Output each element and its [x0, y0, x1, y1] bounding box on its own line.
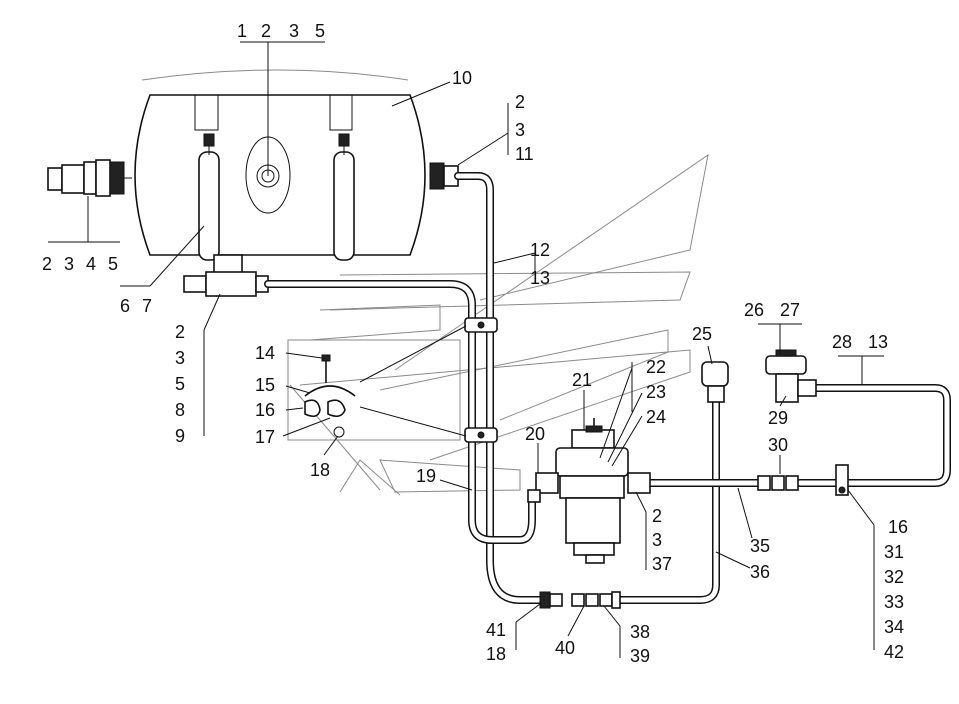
inline-fittings-bottom — [539, 591, 621, 609]
label-37: 37 — [652, 554, 672, 574]
label-3-tank-right: 3 — [515, 120, 525, 140]
label-14: 14 — [255, 343, 275, 363]
label-3-column: 3 — [175, 348, 185, 368]
label-13: 13 — [530, 268, 550, 288]
leader-lines — [48, 41, 884, 658]
pipe-lines — [264, 172, 951, 604]
tank-straps — [198, 133, 355, 261]
label-40: 40 — [555, 638, 575, 658]
label-35: 35 — [750, 536, 770, 556]
drain-valve — [47, 159, 132, 197]
valve-26-27 — [765, 349, 817, 403]
label-39: 39 — [630, 646, 650, 666]
label-33: 33 — [884, 592, 904, 612]
label-42: 42 — [884, 642, 904, 662]
label-2-filter: 2 — [652, 506, 662, 526]
part-labels: 1 2 3 5 10 2 3 11 2 3 4 5 6 7 12 13 2 3 … — [42, 21, 908, 666]
label-13-right: 13 — [868, 332, 888, 352]
label-4-drain: 4 — [86, 254, 96, 274]
label-11: 11 — [515, 144, 534, 164]
label-38: 38 — [630, 622, 650, 642]
label-18-bottom: 18 — [486, 644, 506, 664]
label-9: 9 — [175, 426, 185, 446]
label-19: 19 — [416, 466, 436, 486]
label-3-top: 3 — [289, 21, 299, 41]
label-2-top: 2 — [261, 21, 271, 41]
inline-fittings-right — [757, 464, 849, 496]
label-3-filter: 3 — [652, 530, 662, 550]
tee-fitting — [183, 254, 269, 297]
vehicle-outline — [141, 69, 709, 496]
label-7: 7 — [142, 296, 152, 316]
label-18: 18 — [310, 460, 330, 480]
label-41: 41 — [486, 620, 506, 640]
label-32: 32 — [884, 567, 904, 587]
label-8: 8 — [175, 400, 185, 420]
label-25: 25 — [692, 324, 712, 344]
label-23: 23 — [646, 382, 666, 402]
label-29: 29 — [768, 408, 788, 428]
label-5-column: 5 — [175, 374, 185, 394]
filter-unit — [527, 418, 651, 564]
valve-25 — [701, 361, 729, 403]
label-36: 36 — [750, 562, 770, 582]
pipe-clamps — [464, 317, 498, 443]
label-2-column: 2 — [175, 322, 185, 342]
label-26: 26 — [744, 300, 764, 320]
label-15: 15 — [255, 375, 275, 395]
label-28: 28 — [832, 332, 852, 352]
label-2-drain: 2 — [42, 254, 52, 274]
label-16-right: 16 — [888, 517, 908, 537]
label-6: 6 — [120, 296, 130, 316]
label-5-top: 5 — [315, 21, 325, 41]
label-31: 31 — [884, 542, 904, 562]
air-tank — [134, 94, 426, 256]
label-21: 21 — [572, 370, 592, 390]
label-16: 16 — [255, 400, 275, 420]
label-20: 20 — [525, 424, 545, 444]
label-24: 24 — [646, 407, 666, 427]
label-27: 27 — [780, 300, 800, 320]
label-12: 12 — [530, 240, 550, 260]
label-22: 22 — [646, 357, 666, 377]
label-2-tank-right: 2 — [515, 92, 525, 112]
label-17: 17 — [255, 427, 275, 447]
label-5-drain: 5 — [108, 254, 118, 274]
label-34: 34 — [884, 617, 904, 637]
label-3-drain: 3 — [64, 254, 74, 274]
label-30: 30 — [768, 435, 788, 455]
label-1: 1 — [237, 21, 247, 41]
label-10: 10 — [452, 68, 472, 88]
tank-outlet-fitting — [429, 162, 459, 190]
